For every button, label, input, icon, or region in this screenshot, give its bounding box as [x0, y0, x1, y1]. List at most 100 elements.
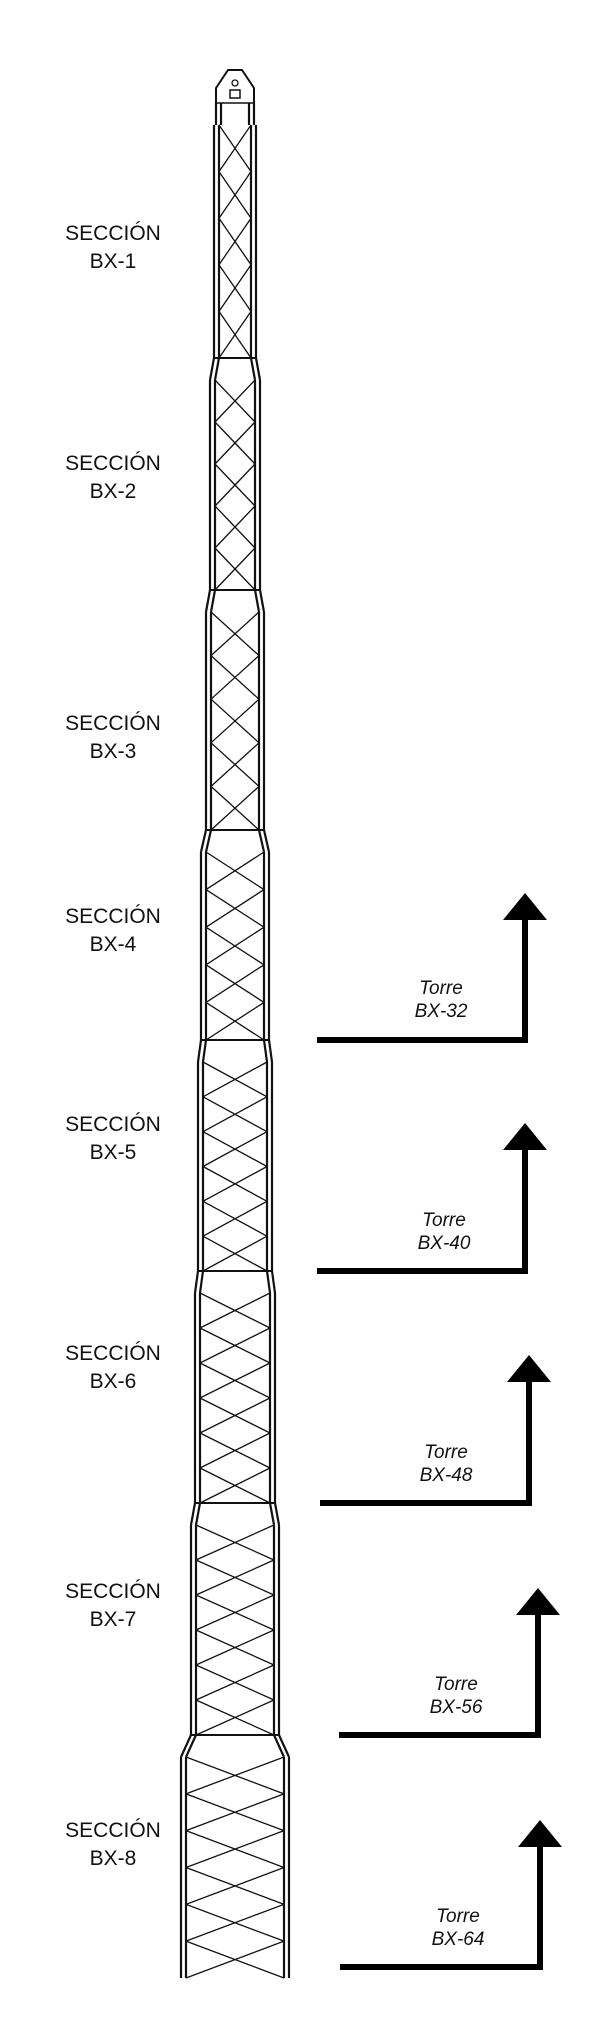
- tower-leg-transition: [270, 1270, 277, 1294]
- lattice-brace: [202, 1096, 268, 1133]
- lattice-brace: [202, 1200, 268, 1237]
- tower-leg-transition: [199, 829, 208, 853]
- tower-leg-transition: [194, 1502, 202, 1526]
- tower-code-bx-64: BX-64: [432, 1929, 485, 1950]
- tower-leg-transition: [204, 589, 212, 613]
- tower-tip-cap: [215, 69, 255, 104]
- tower-bracket-bx-48: Torre BX-48: [320, 1355, 551, 1506]
- lattice-brace: [195, 1699, 275, 1736]
- lattice-brace: [205, 851, 265, 891]
- section-code-bx-1: BX-1: [90, 250, 137, 273]
- tower-bracket-bx-40: Torre BX-40: [317, 1123, 547, 1274]
- tower-leg-transition: [262, 829, 271, 853]
- lattice-brace: [218, 264, 252, 312]
- lattice-brace: [195, 1629, 275, 1666]
- lattice-brace: [199, 1467, 271, 1504]
- tower-leg-transition: [249, 357, 257, 381]
- lattice-brace: [218, 311, 252, 359]
- lattice-brace: [185, 1756, 285, 1795]
- tower-label-bx-64: Torre: [436, 1906, 480, 1927]
- lattice-brace: [205, 1001, 265, 1041]
- section-label-bx-8: SECCIÓN: [65, 1819, 161, 1842]
- tower-code-bx-32: BX-32: [415, 1001, 468, 1022]
- lattice-brace: [195, 1594, 275, 1631]
- tower-code-bx-48: BX-48: [420, 1465, 473, 1486]
- section-label-bx-6: SECCIÓN: [65, 1342, 161, 1365]
- tower-structure: [179, 103, 291, 1979]
- section-code-bx-6: BX-6: [90, 1370, 137, 1393]
- tower-leg-transition: [189, 1502, 197, 1526]
- section-code-bx-7: BX-7: [90, 1608, 137, 1631]
- tower-leg-transition: [204, 829, 213, 853]
- section-label-bx-2: SECCIÓN: [65, 452, 161, 475]
- lattice-brace: [199, 1292, 271, 1329]
- lattice-brace: [214, 421, 256, 465]
- lattice-brace: [185, 1903, 285, 1942]
- lattice-brace: [205, 889, 265, 928]
- tower-bracket-bx-64: Torre BX-64: [340, 1820, 562, 1970]
- lattice-brace: [202, 1131, 268, 1168]
- section-code-bx-2: BX-2: [90, 480, 137, 503]
- tower-code-bx-56: BX-56: [430, 1697, 483, 1718]
- lattice-brace: [185, 1830, 285, 1869]
- tower-leg-transition: [254, 357, 262, 381]
- tower-leg-transition: [272, 1734, 286, 1758]
- tower-label-bx-56: Torre: [434, 1674, 478, 1695]
- tower-leg-transition: [201, 1039, 208, 1063]
- section-code-bx-4: BX-4: [90, 933, 137, 956]
- lattice-brace: [210, 785, 260, 831]
- tower-leg-transition: [273, 1502, 281, 1526]
- lattice-brace: [205, 964, 265, 1003]
- section-label-bx-4: SECCIÓN: [65, 905, 161, 928]
- tower-leg-transition: [179, 1734, 193, 1758]
- lattice-brace: [199, 1327, 271, 1364]
- tower-leg-transition: [193, 1270, 200, 1294]
- tower-leg-transition: [258, 589, 266, 613]
- lattice-brace: [202, 1235, 268, 1272]
- tower-leg-transition: [208, 357, 216, 381]
- tower-leg-transition: [253, 589, 261, 613]
- section-code-bx-3: BX-3: [90, 740, 137, 763]
- lattice-brace: [195, 1559, 275, 1596]
- lattice-brace: [199, 1397, 271, 1434]
- lattice-brace: [202, 1061, 268, 1098]
- tower-leg-transition: [196, 1039, 203, 1063]
- section-label-bx-5: SECCIÓN: [65, 1113, 161, 1136]
- lattice-brace: [185, 1940, 285, 1979]
- lattice-brace: [210, 698, 260, 744]
- lattice-brace: [214, 379, 256, 423]
- lattice-brace: [218, 171, 252, 219]
- lattice-brace: [195, 1524, 275, 1561]
- lattice-brace: [214, 463, 256, 507]
- lattice-brace: [210, 611, 260, 657]
- tower-bracket-bx-56: Torre BX-56: [339, 1588, 560, 1738]
- lattice-brace: [199, 1362, 271, 1399]
- tower-leg-transition: [262, 1039, 269, 1063]
- tower-leg-transition: [209, 589, 217, 613]
- lattice-brace: [205, 926, 265, 966]
- lattice-brace: [218, 124, 252, 172]
- tower-leg-transition: [267, 1039, 274, 1063]
- tower-leg-transition: [257, 829, 266, 853]
- section-code-bx-5: BX-5: [90, 1141, 137, 1164]
- lattice-brace: [214, 547, 256, 591]
- tower-leg-transition: [265, 1270, 272, 1294]
- tower-bracket-bx-32: Torre BX-32: [317, 893, 547, 1043]
- section-code-bx-8: BX-8: [90, 1847, 137, 1870]
- lattice-brace: [218, 217, 252, 266]
- lattice-brace: [210, 655, 260, 700]
- tower-leg-transition: [213, 357, 221, 381]
- lattice-brace: [202, 1165, 268, 1202]
- tower-code-bx-40: BX-40: [418, 1233, 471, 1254]
- lattice-brace: [214, 505, 256, 549]
- lattice-brace: [195, 1664, 275, 1701]
- tower-label-bx-40: Torre: [422, 1210, 466, 1231]
- lattice-brace: [199, 1432, 271, 1469]
- tower-leg-transition: [198, 1270, 205, 1294]
- section-label-bx-7: SECCIÓN: [65, 1580, 161, 1603]
- lattice-brace: [185, 1793, 285, 1832]
- section-label-bx-1: SECCIÓN: [65, 222, 161, 245]
- tower-label-bx-32: Torre: [419, 978, 463, 999]
- tower-leg-transition: [277, 1734, 291, 1758]
